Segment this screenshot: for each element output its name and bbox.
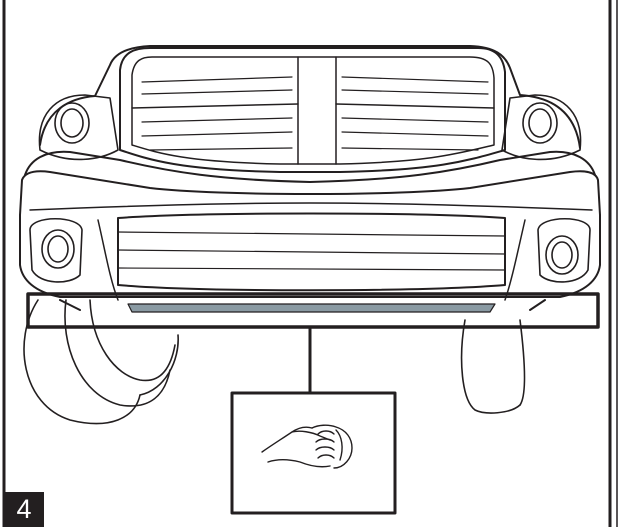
bumper-upper-face — [20, 171, 600, 215]
right-headlight — [502, 95, 581, 159]
grille-slats — [142, 77, 488, 150]
right-tire — [462, 320, 525, 413]
bumper-crease — [30, 203, 592, 210]
callout-box — [232, 393, 395, 513]
grille-cross-bar — [132, 104, 494, 108]
bumper-top-edge — [25, 152, 595, 182]
bumper-lower-body — [20, 215, 600, 297]
left-fog-light — [30, 219, 82, 282]
left-tire — [24, 300, 178, 424]
lower-valance-strip — [128, 304, 495, 312]
right-fog-light — [538, 219, 590, 282]
grille-frame — [120, 48, 505, 172]
grille-inner — [132, 57, 494, 164]
step-number-badge: 4 — [4, 492, 44, 527]
grille-center-bar — [298, 57, 336, 164]
intake-slats — [118, 232, 505, 270]
left-headlight — [39, 95, 118, 159]
hand-wiping-cloth-icon — [262, 425, 352, 468]
